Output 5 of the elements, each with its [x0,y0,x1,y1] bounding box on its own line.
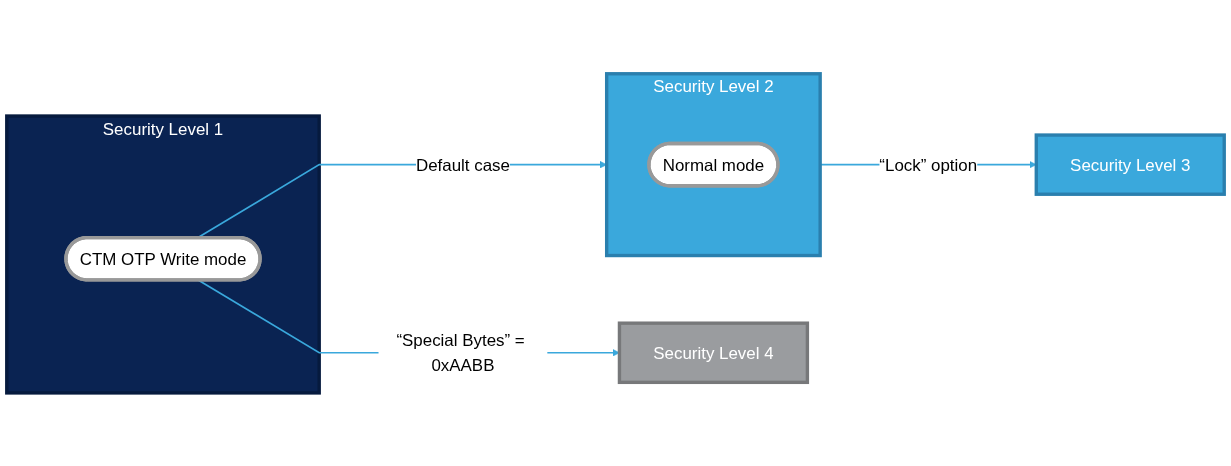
edge-label: “Special Bytes” = 0xAABB [396,330,525,375]
edge-label: Default case [415,155,510,174]
edge-label: “Lock” option [879,155,978,174]
node-box: Security Level 4 [617,321,810,384]
node-box: Security Level 3 [1034,133,1226,196]
